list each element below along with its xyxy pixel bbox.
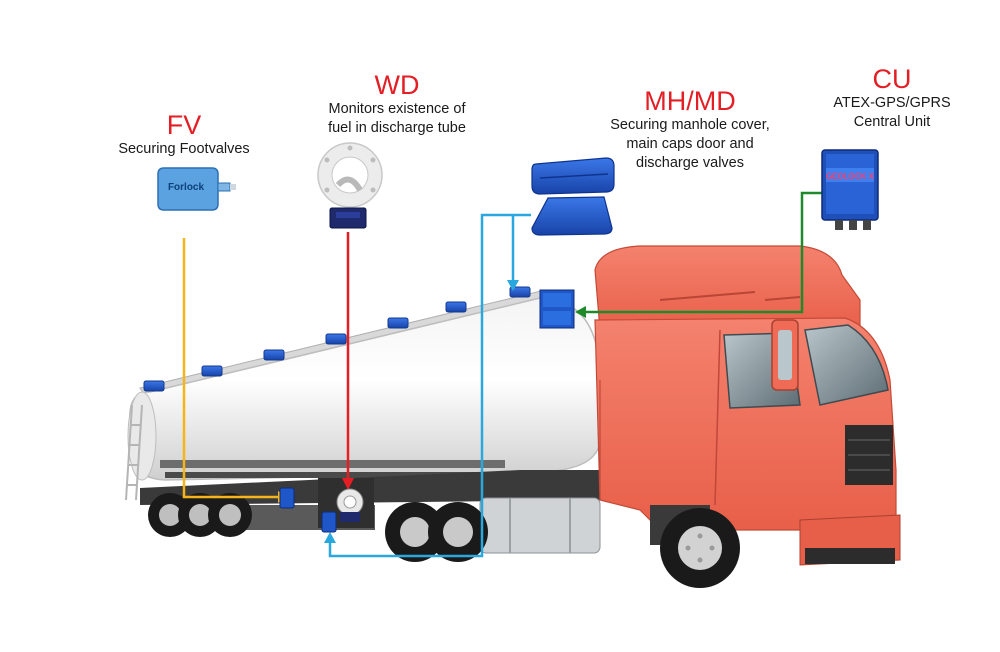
cu-device-image: GEOLOCK X: [821, 149, 879, 230]
fv-code: FV: [166, 110, 202, 140]
cu-description: ATEX-GPS/GPRS Central Unit: [822, 94, 962, 132]
connector-fv: [182, 238, 278, 499]
cu-description-line: Central Unit: [853, 114, 931, 130]
wd-label: WD Monitors existence of fuel in dischar…: [307, 70, 487, 138]
mh-code: MH/MD: [644, 86, 736, 116]
arrow-wd: [342, 478, 354, 490]
wd-mounted-unit: [336, 488, 364, 522]
mh-description-line: discharge valves: [636, 155, 744, 171]
wd-description-line: Monitors existence of: [328, 101, 466, 117]
wd-code: WD: [374, 70, 420, 100]
arrow-mh-bottom: [324, 532, 336, 543]
wd-device-image: [317, 142, 383, 229]
wheels: [148, 493, 740, 588]
cu-description-line: ATEX-GPS/GPRS: [833, 95, 951, 111]
wd-description: Monitors existence of fuel in discharge …: [307, 100, 487, 138]
fv-device-brand: Forlock: [168, 182, 205, 193]
mh-description-line: main caps door and: [626, 136, 754, 152]
mh-mounted-unit: [539, 289, 575, 329]
truck-cab: [594, 245, 901, 566]
connector-mh: [328, 213, 531, 558]
manhole-sensors: [143, 286, 531, 392]
arrow-mh-top: [507, 280, 519, 291]
cu-code: CU: [872, 64, 912, 94]
fv-mounted-unit: [279, 487, 295, 509]
fuel-tank: [479, 497, 601, 554]
arrow-cu: [575, 306, 586, 318]
fv-label: FV Securing Footvalves: [104, 110, 264, 159]
cu-device-brand: GEOLOCK X: [826, 172, 875, 181]
mh-device-image: [531, 157, 615, 236]
wd-description-line: fuel in discharge tube: [328, 120, 466, 136]
connector-cu: [584, 191, 822, 314]
cu-label: CU ATEX-GPS/GPRS Central Unit: [822, 64, 962, 132]
mh-mounted-unit-bottom: [321, 511, 337, 533]
fv-description-line: Securing Footvalves: [118, 141, 250, 157]
mh-label: MH/MD Securing manhole cover, main caps …: [595, 86, 785, 173]
mh-description-line: Securing manhole cover,: [610, 117, 770, 133]
fv-description: Securing Footvalves: [104, 140, 264, 159]
mh-description: Securing manhole cover, main caps door a…: [595, 116, 785, 173]
fv-device-image: Forlock: [157, 167, 236, 211]
